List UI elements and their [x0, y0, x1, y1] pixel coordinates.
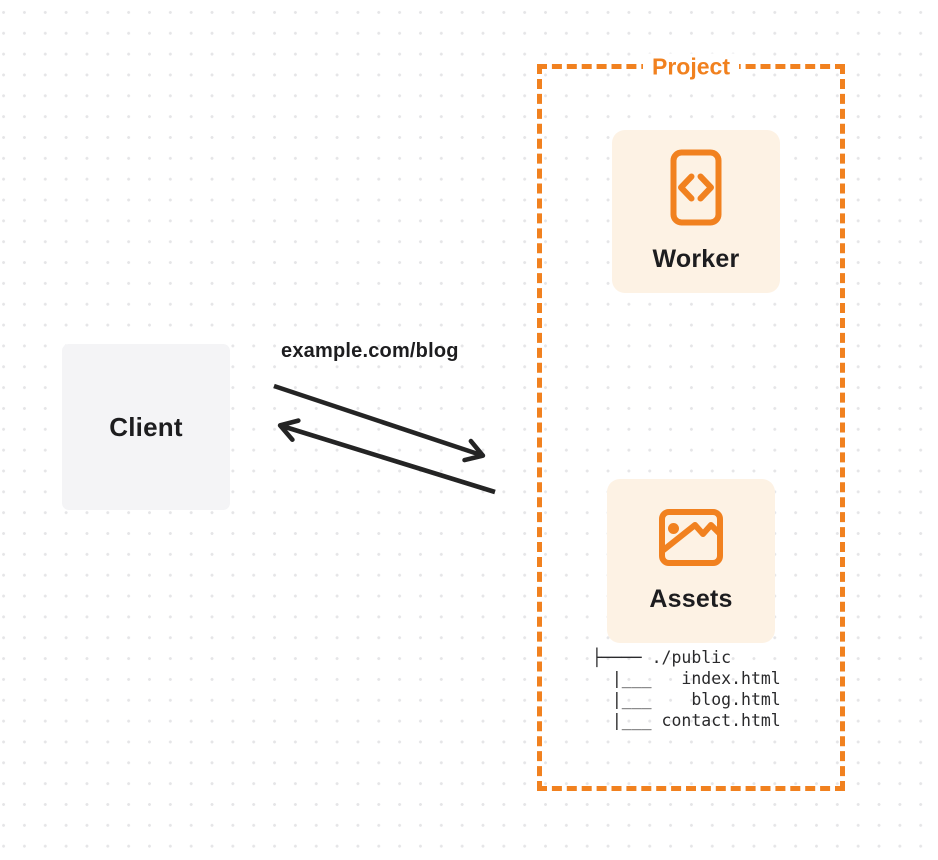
worker-node: Worker: [612, 130, 780, 293]
request-arrow: [273, 383, 486, 463]
client-node: Client: [62, 344, 230, 510]
assets-node: Assets: [607, 479, 775, 643]
image-icon: [659, 508, 723, 566]
code-file-icon: [670, 149, 722, 226]
request-url-label: example.com/blog: [281, 340, 459, 362]
assets-file-tree: ├──── ./public |___ index.html |___ blog…: [592, 648, 781, 730]
project-boundary: Project Worker Assets ├──── ./public |__…: [537, 53, 845, 791]
assets-label: Assets: [649, 584, 733, 613]
client-label: Client: [109, 411, 183, 442]
worker-label: Worker: [652, 245, 740, 273]
response-arrow: [277, 418, 496, 495]
project-title: Project: [643, 53, 739, 81]
